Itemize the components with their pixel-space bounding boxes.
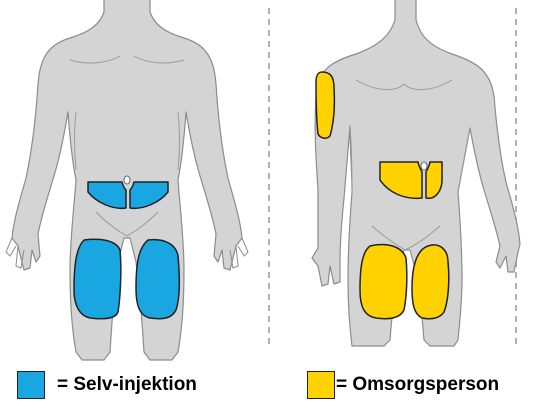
carer-zone-upper-arm bbox=[316, 72, 334, 138]
body-front-navel bbox=[124, 176, 130, 184]
carer-zone-thigh-left bbox=[360, 245, 407, 319]
body-front bbox=[6, 0, 248, 360]
body-caregiver bbox=[312, 0, 520, 346]
legend-label-carer: = Omsorgsperson bbox=[336, 374, 499, 396]
self-zone-thigh-left bbox=[74, 239, 121, 318]
legend-self-injection: = Selv-injektion bbox=[17, 371, 197, 399]
legend-label-self: = Selv-injektion bbox=[57, 374, 197, 396]
carer-zone-thigh-right bbox=[412, 245, 449, 319]
legend-swatch-yellow bbox=[307, 371, 335, 399]
self-zone-thigh-right bbox=[136, 240, 179, 319]
body-caregiver-navel bbox=[421, 162, 427, 170]
legend-swatch-blue bbox=[17, 371, 45, 399]
legend-caregiver: = Omsorgsperson bbox=[307, 371, 499, 399]
